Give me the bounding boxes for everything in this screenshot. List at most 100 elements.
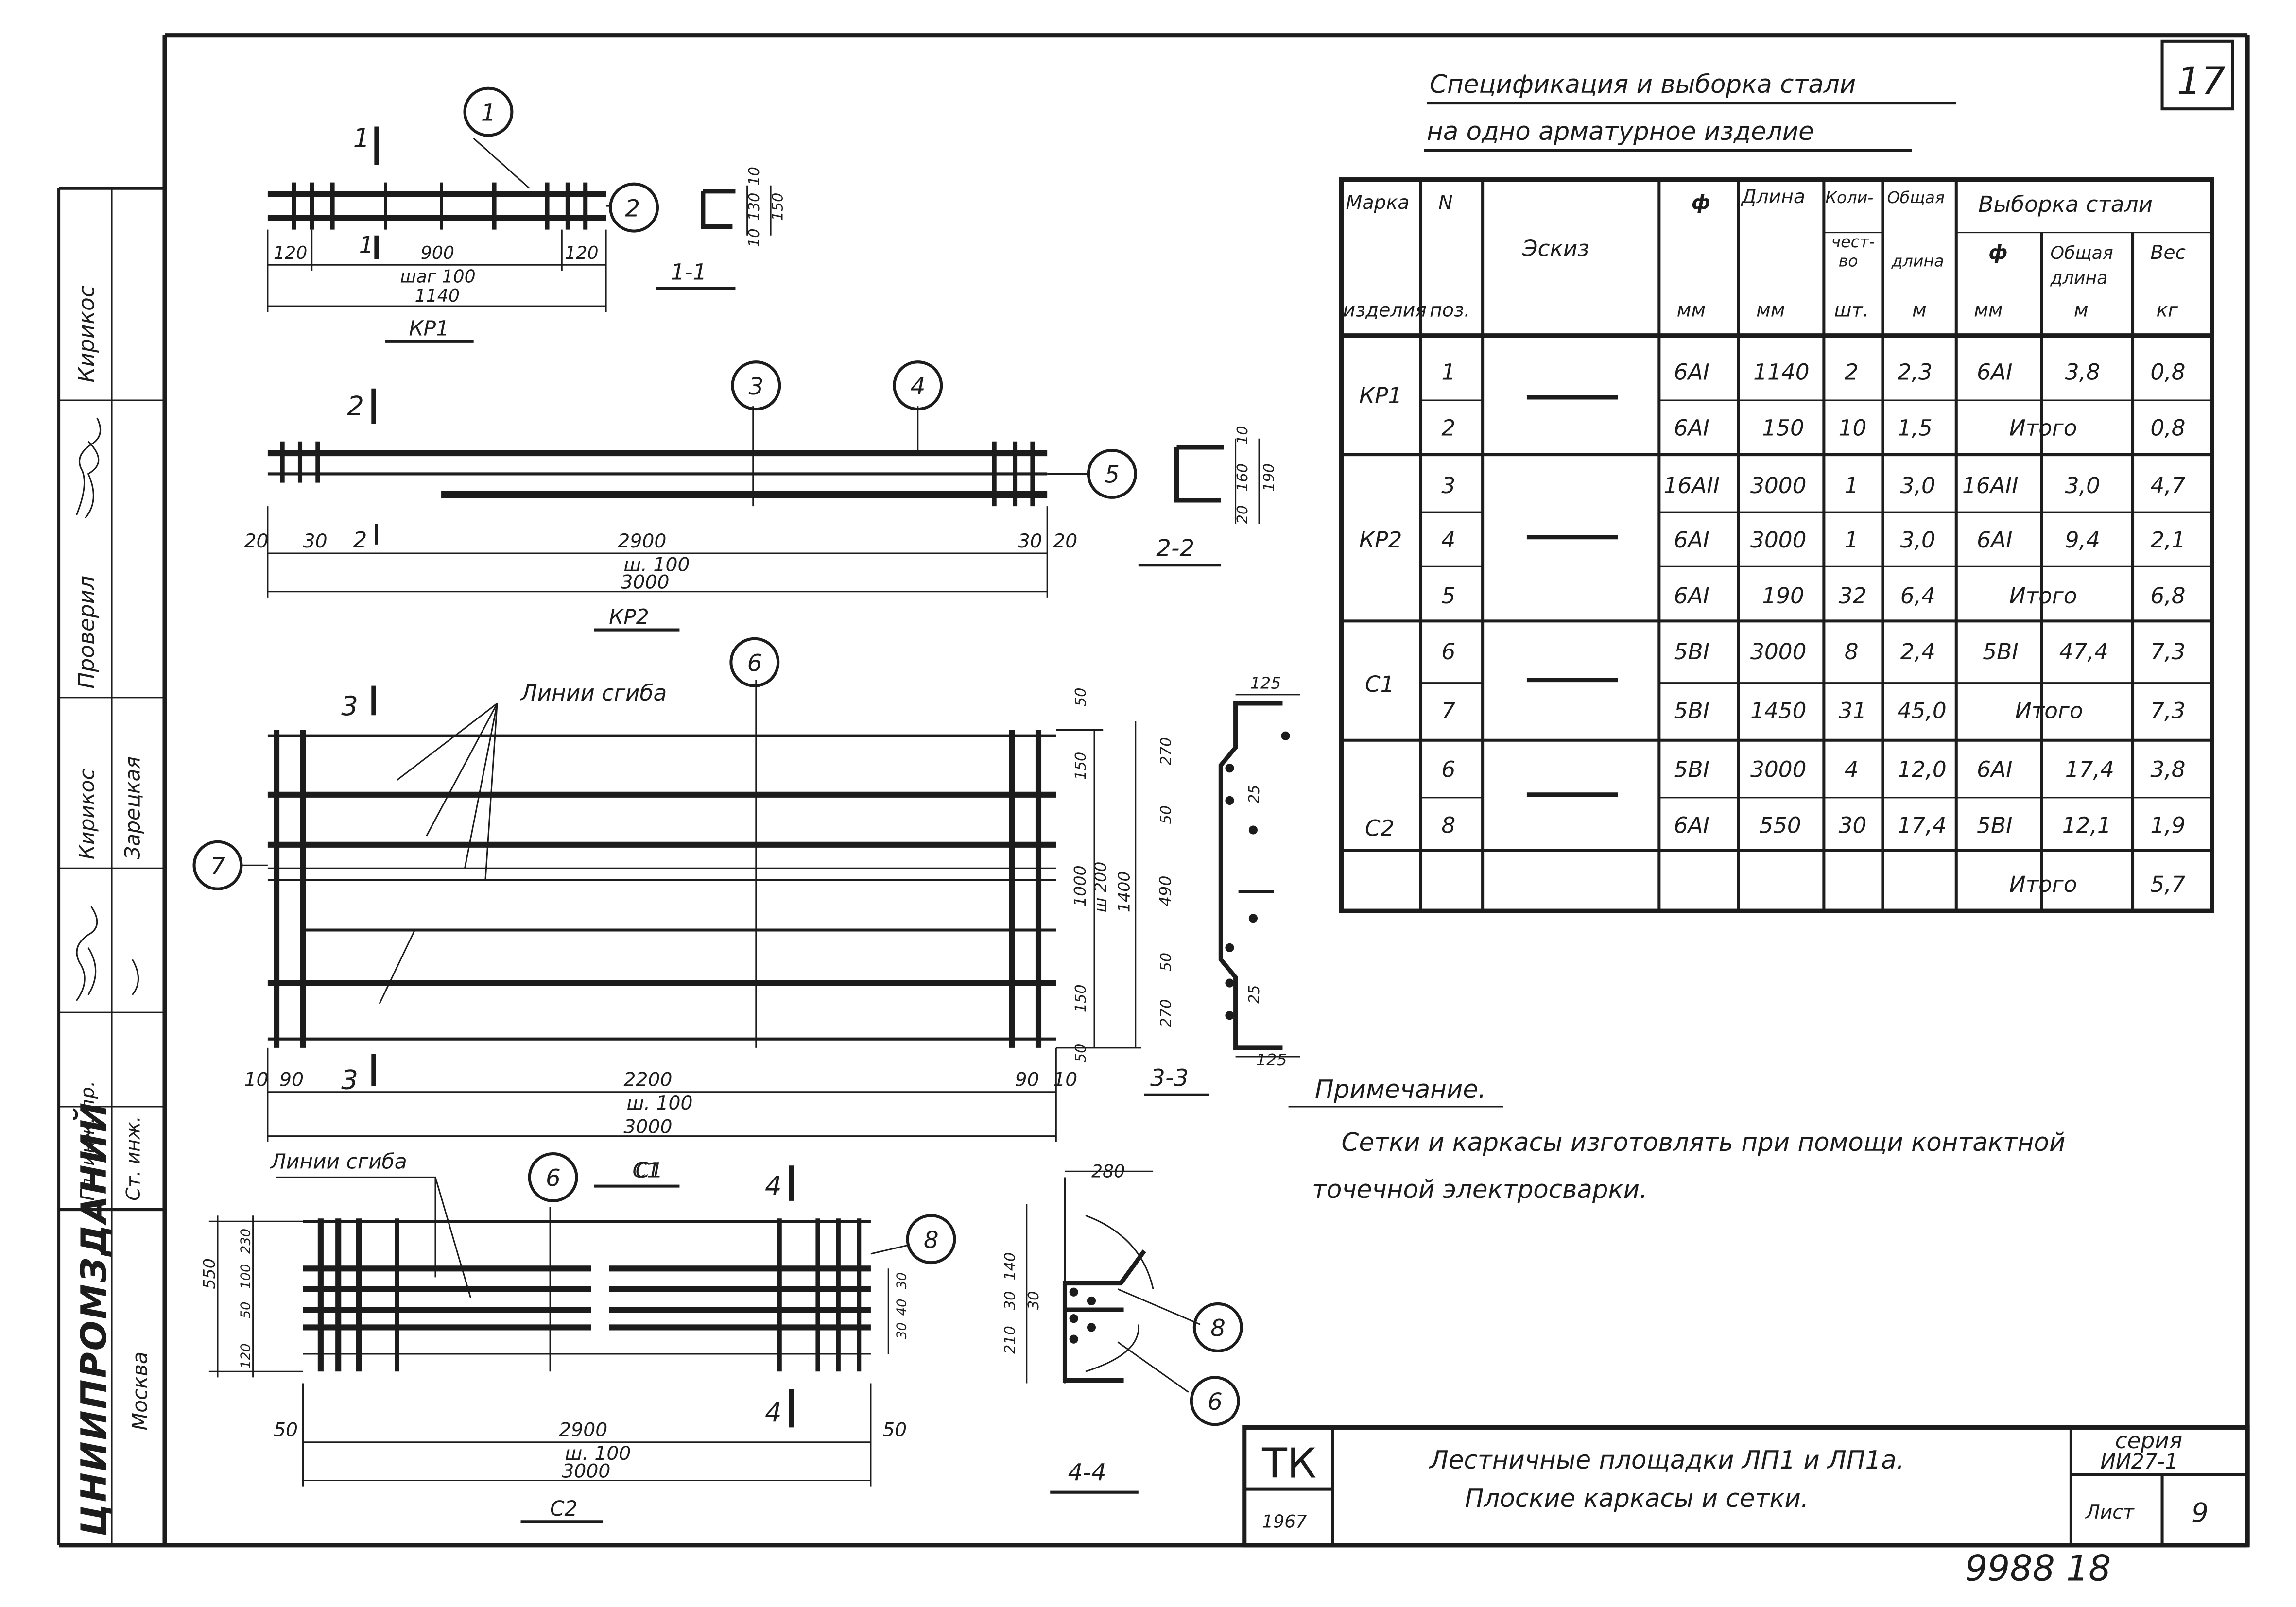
- cell-sel-len: 3,0: [2065, 473, 2100, 498]
- kp1-callout-2: 2: [625, 195, 640, 222]
- cell-pos: 3: [1441, 473, 1455, 498]
- c1-bend-label: Линии сгиба: [520, 680, 667, 706]
- c2-s-b: 30: [1002, 1291, 1019, 1310]
- cell-len: 1450: [1750, 698, 1807, 723]
- c1-s-bottom: 125: [1256, 1050, 1287, 1069]
- c2-name-top: С1: [636, 1158, 663, 1182]
- c1-r-d: ш 200: [1091, 862, 1110, 913]
- note-line1: Сетки и каркасы изготовлять при помощи к…: [1342, 1128, 2066, 1157]
- cell-pos: 6: [1441, 639, 1455, 665]
- stamp-name-2: Кирикос: [75, 769, 99, 859]
- stamp-name-1: Кирикос: [74, 285, 100, 382]
- cell-sel-len: 47,4: [2059, 639, 2108, 665]
- cell-grand-total-label: Итого: [2009, 872, 2077, 897]
- c2-d-step: ш. 100: [565, 1442, 631, 1465]
- cell-sel-diam: 6АI: [1977, 756, 2012, 782]
- cell-qty: 32: [1839, 583, 1867, 609]
- cell-sel-diam: 5ВI: [1977, 813, 2012, 838]
- c2-callout-6b: 6: [1208, 1388, 1223, 1416]
- c1-s-e: 50: [1157, 953, 1174, 972]
- c2-cut-top: 4: [765, 1170, 782, 1201]
- hdr-selection: Выборка стали: [1978, 191, 2153, 217]
- signature-2: [76, 906, 139, 1001]
- cell-diam: 5ВI: [1674, 639, 1709, 665]
- cell-sel-len: 17,4: [2065, 756, 2114, 782]
- kp2-d-a: 20: [244, 530, 268, 552]
- kp1-d-mid: 900: [421, 242, 454, 263]
- cell-mark-kp1: КР1: [1359, 383, 1402, 409]
- cell-pos: 4: [1441, 527, 1455, 553]
- cell-qty: 4: [1845, 756, 1859, 782]
- c2-d-a: 50: [274, 1419, 298, 1441]
- cell-subtotal: Итого: [2009, 415, 2077, 441]
- cell-sel-len: 12,1: [2062, 813, 2111, 838]
- kp2-cut-top: 2: [347, 390, 364, 421]
- signature-1: [75, 417, 102, 519]
- hdr-qty-1: Коли-: [1825, 188, 1873, 207]
- cell-len: 1140: [1753, 359, 1810, 385]
- c1-r-b: 150: [1072, 752, 1089, 780]
- hdr-diam: ф: [1692, 191, 1710, 214]
- cell-weight: 7,3: [2150, 639, 2185, 665]
- kp2-d-total: 3000: [621, 571, 669, 594]
- cell-weight: 3,8: [2150, 756, 2185, 782]
- c2-s-c: 30: [1025, 1291, 1042, 1310]
- kp1-s-d: 10: [746, 228, 763, 247]
- cell-qty: 2: [1845, 359, 1859, 385]
- cell-subtotal: Итого: [2015, 698, 2083, 723]
- cell-sel-diam: 6АI: [1977, 359, 2012, 385]
- side-stamp: Кирикос Проверил Кирикос Зарецкая Гл. ин…: [73, 285, 152, 1536]
- kp2-s-d: 20: [1234, 505, 1251, 524]
- spec-table: [1339, 177, 2215, 913]
- sheet-frame: [57, 33, 2250, 1548]
- stamp-name-3: Зарецкая: [121, 756, 145, 859]
- kp1-s-b: 130: [746, 193, 763, 221]
- hdr-length: Длина: [1741, 186, 1805, 208]
- cell-mark-c1: С1: [1365, 671, 1395, 697]
- drawing-kp2: [267, 360, 1260, 632]
- cell-len: 150: [1762, 415, 1804, 441]
- c2-d-b: 50: [882, 1419, 907, 1441]
- cell-diam: 6АI: [1674, 813, 1709, 838]
- cell-weight: 0,8: [2150, 359, 2185, 385]
- cell-len: 550: [1759, 813, 1801, 838]
- cell-diam: 6АI: [1674, 415, 1709, 441]
- cell-diam: 6АI: [1674, 583, 1709, 609]
- c2-r-b: 40: [895, 1299, 910, 1316]
- kp2-s-c: 190: [1260, 463, 1277, 492]
- cell-sel-diam: 6АI: [1977, 527, 2012, 553]
- cell-qty: 31: [1839, 698, 1867, 723]
- kp2-name: КР2: [609, 605, 649, 629]
- c1-d-total: 3000: [623, 1116, 672, 1138]
- cell-qty: 8: [1845, 639, 1859, 665]
- tb-line1: Лестничные площадки ЛП1 и ЛП1а.: [1429, 1446, 1904, 1475]
- kp2-section: 2-2: [1156, 535, 1194, 562]
- c1-cut-bottom: 3: [341, 1064, 358, 1095]
- cell-total: 6,4: [1900, 583, 1935, 609]
- hdr-sel-total-1: Общая: [2051, 242, 2113, 263]
- spec-table-body: КР1 1 6АI 1140 2 2,3 6АI 3,8 0,8 2 6АI 1…: [1359, 359, 2186, 897]
- cell-total: 2,3: [1898, 359, 1933, 385]
- cell-total: 17,4: [1898, 813, 1947, 838]
- cell-total: 3,0: [1900, 527, 1935, 553]
- cell-total: 45,0: [1898, 698, 1947, 723]
- c1-d-d: 10: [1053, 1069, 1077, 1091]
- cell-sel-diam: 5ВI: [1983, 639, 2018, 665]
- cell-weight: 1,9: [2150, 813, 2185, 838]
- hdr-sel-diam-unit: мм: [1974, 299, 2003, 321]
- c2-callout-6a: 6: [546, 1165, 561, 1192]
- c1-d-mid: 2200: [623, 1069, 672, 1091]
- c1-s-b: 50: [1157, 805, 1174, 824]
- c1-s-a: 270: [1157, 737, 1174, 765]
- cell-len: 3000: [1750, 473, 1807, 498]
- kp1-name: КР1: [409, 317, 449, 341]
- cell-weight: 4,7: [2150, 473, 2185, 498]
- cell-diam: 5ВI: [1674, 698, 1709, 723]
- cell-sel-len: 3,8: [2065, 359, 2100, 385]
- tb-year: 1967: [1262, 1511, 1307, 1532]
- cell-weight: 6,8: [2150, 583, 2185, 609]
- hdr-sel-diam: ф: [1988, 241, 2007, 264]
- c1-r-f: 150: [1072, 984, 1089, 1012]
- stamp-city: Москва: [128, 1351, 152, 1430]
